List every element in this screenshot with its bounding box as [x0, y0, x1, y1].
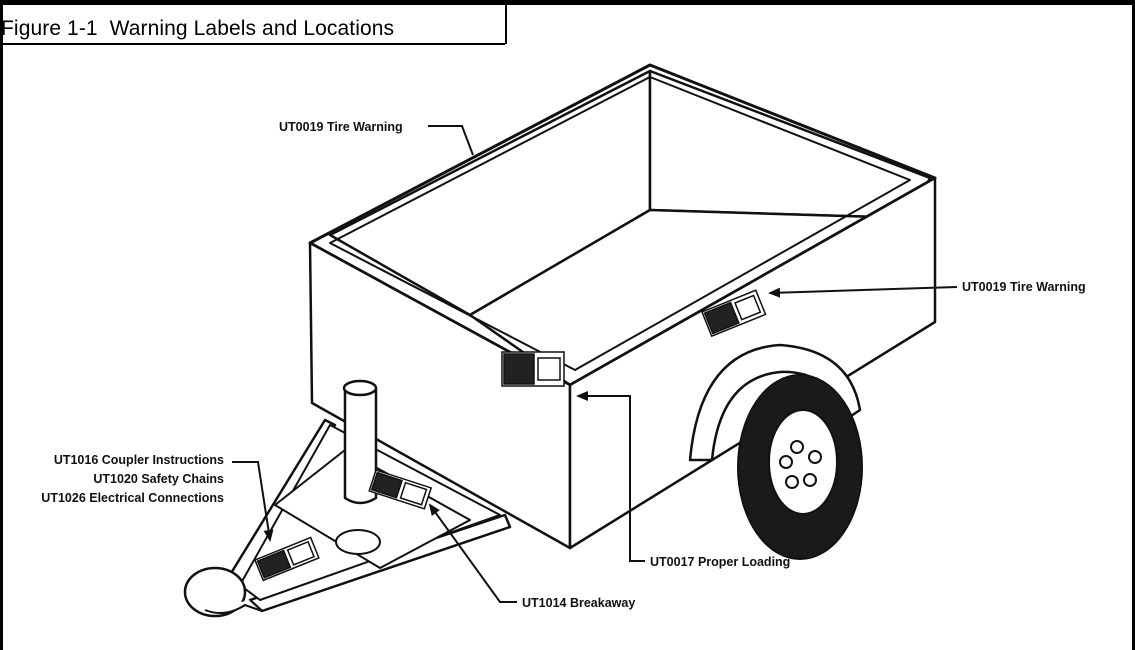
leader-lines — [232, 125, 958, 603]
decal-tire-side — [701, 289, 767, 338]
label-proper-loading: UT0017 Proper Loading — [650, 555, 790, 569]
leader-tire-side — [768, 286, 958, 298]
caption-divider — [0, 43, 505, 45]
jack-stand — [343, 388, 378, 505]
label-breakaway: UT1014 Breakaway — [522, 596, 635, 610]
leader-breakaway — [428, 503, 517, 603]
label-tire-warning-top: UT0019 Tire Warning — [279, 120, 403, 134]
decal-breakaway — [368, 469, 433, 510]
caption-divider-vertical — [505, 2, 507, 44]
label-coupler-instructions: UT1016 Coupler Instructions — [54, 453, 224, 467]
wheel-assembly — [688, 343, 863, 560]
wheel-hub — [768, 409, 838, 515]
label-electrical-connections: UT1026 Electrical Connections — [41, 491, 224, 505]
label-safety-chains: UT1020 Safety Chains — [93, 472, 224, 486]
leader-tire-top — [428, 125, 474, 156]
warning-decals — [254, 289, 767, 582]
fender — [688, 343, 862, 462]
label-tire-warning-side: UT0019 Tire Warning — [962, 280, 1086, 294]
decal-proper-loading — [501, 351, 565, 387]
figure-caption: Figure 1-1 Warning Labels and Locations — [1, 17, 395, 40]
coupler — [183, 566, 247, 618]
leader-proper-loading — [576, 391, 645, 562]
decal-coupler — [254, 536, 320, 582]
leader-coupler — [232, 461, 274, 542]
